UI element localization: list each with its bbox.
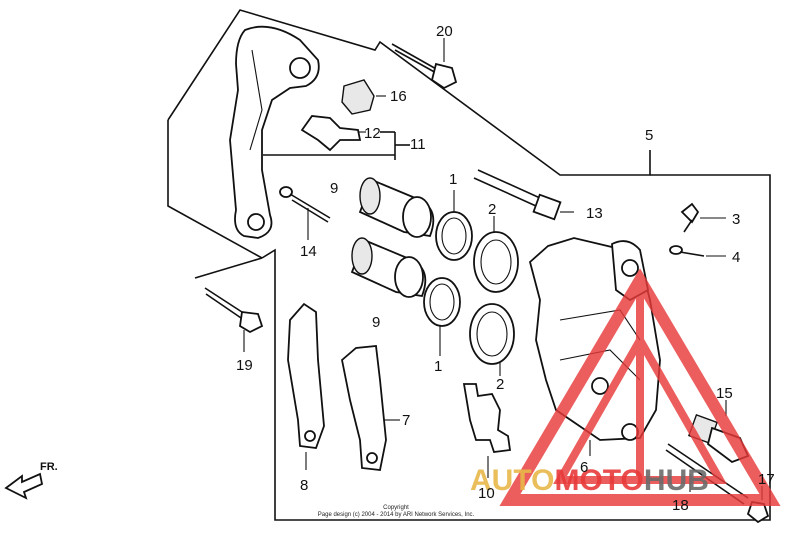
copyright-line1: Copyright [383, 505, 409, 511]
callout-2-upper: 2 [488, 201, 496, 218]
part-1-seal-upper [435, 190, 473, 261]
assembly-frame [167, 9, 771, 521]
watermark-logo [499, 268, 781, 506]
watermark-part3: HUB [644, 464, 709, 497]
callout-3: 3 [732, 211, 740, 228]
callout-2-lower: 2 [496, 376, 504, 393]
watermark-text: AUTOMOTOHUB [470, 464, 709, 497]
callout-1-lower: 1 [434, 358, 442, 375]
callout-20: 20 [436, 23, 453, 40]
callout-11: 11 [410, 136, 426, 153]
callout-16: 16 [390, 88, 407, 105]
watermark-part1: AUTO [470, 464, 554, 497]
part-20-bolt [391, 38, 458, 90]
part-3-bleeder-cap [680, 202, 726, 233]
callout-13: 13 [586, 205, 603, 222]
callout-15: 15 [716, 385, 733, 402]
part-4-bleeder-valve [669, 245, 726, 257]
callout-18: 18 [672, 497, 689, 514]
callout-19: 19 [236, 357, 253, 374]
part-2-dust-seal-lower [469, 303, 515, 376]
watermark-part2: MOTO [554, 464, 643, 497]
part-16-boot [341, 79, 386, 115]
callout-7: 7 [402, 412, 410, 429]
callout-1-upper: 1 [449, 171, 457, 188]
part-7-brake-pad [341, 345, 400, 471]
callout-14: 14 [300, 243, 317, 260]
part-10-pad-spring [462, 383, 512, 478]
callout-4: 4 [732, 249, 740, 266]
copyright-footer: Copyright Page design (c) 2004 - 2014 by… [318, 505, 475, 518]
callout-6: 6 [580, 459, 588, 476]
callout-labels: 20 16 12 11 5 9 1 2 13 3 14 4 9 1 19 2 1… [236, 23, 775, 514]
front-direction-indicator: FR. [4, 461, 58, 500]
callout-17: 17 [758, 471, 775, 488]
part-12-clip [300, 115, 366, 152]
callout-10: 10 [478, 485, 495, 502]
callout-8: 8 [300, 477, 308, 494]
part-14-pin [279, 186, 331, 240]
part-19-bolt [204, 287, 264, 352]
part-1-seal-lower [423, 277, 461, 356]
part-9-piston-lower [350, 237, 427, 298]
part-8-brake-pad [287, 302, 325, 470]
part-13-pin [473, 169, 574, 221]
part-2-dust-seal-upper [473, 216, 519, 293]
callout-9-upper: 9 [330, 180, 338, 197]
direction-label: FR. [40, 461, 58, 473]
copyright-line2: Page design (c) 2004 - 2014 by ARI Netwo… [318, 512, 475, 518]
callout-12: 12 [364, 125, 381, 142]
callout-5: 5 [645, 127, 653, 144]
callout-9-lower: 9 [372, 314, 380, 331]
svg-text:AUTOMOTOHUB: AUTOMOTOHUB [470, 464, 709, 497]
caliper-bracket [229, 25, 320, 239]
part-9-piston-upper [358, 177, 435, 238]
